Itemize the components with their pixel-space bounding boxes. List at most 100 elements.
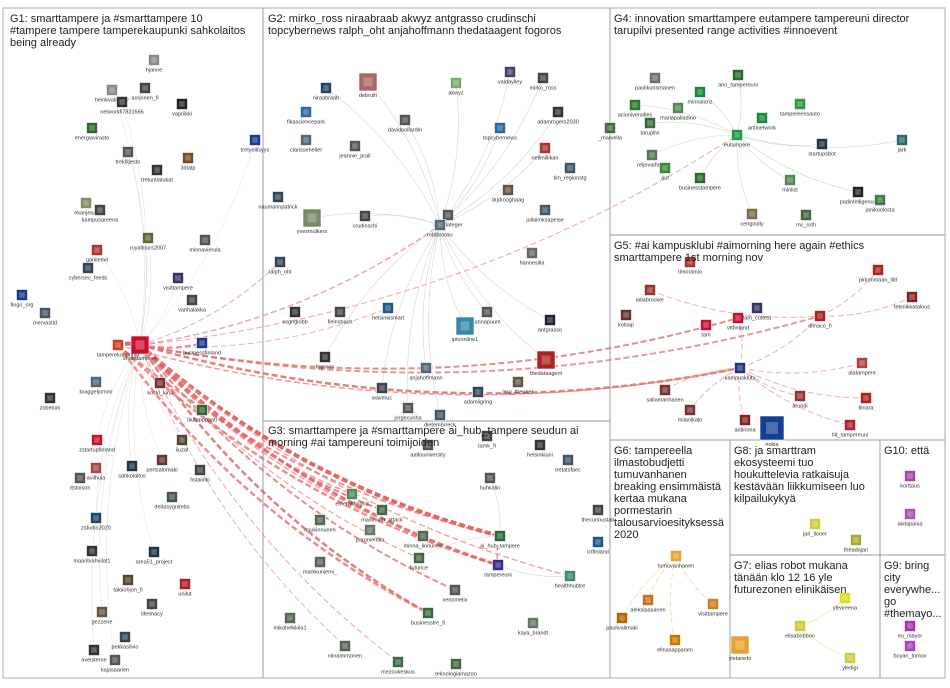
node-thedataagent[interactable]: thedataagent [530,350,563,377]
node-maximum_attack[interactable]: maximum_attack [361,504,403,524]
node-tarupilvi[interactable]: tarupilvi [641,117,660,137]
node-minnavierula[interactable]: minnavierula [189,234,222,254]
node-healthhubtre[interactable]: healthhubtre [555,570,586,590]
node-elisabobbon[interactable]: elisabobbon [785,620,815,640]
node-heinkvalander[interactable]: heinkvalander [95,84,129,104]
node-marvella[interactable]: _marvella [597,122,623,142]
node-akwyz[interactable]: akwyz [448,77,464,97]
node-emeraldingrid[interactable]: emeraldingrid [335,488,369,508]
node-kaya_brandt[interactable]: kaya_brandt [518,617,549,637]
node-fingo[interactable]: fingo_org [11,289,34,309]
node-tretyollisyys[interactable]: tretyollisyys [241,134,270,154]
node-tam_cuttest[interactable]: tam_cuttest [743,302,772,322]
node-tam[interactable]: tam [700,319,712,339]
node-smarttampere[interactable]: smarttampere [123,335,157,362]
node-milanikalo[interactable]: milanikalo [678,404,702,424]
node-valdaylley[interactable]: valdaylley [498,66,522,86]
node-tiit_tampereuni[interactable]: tiit_tampereuni [832,419,868,439]
node-dimaco_fi[interactable]: dimaco_fi [808,310,832,330]
node-kampusklubi[interactable]: kampusklubi [725,362,756,382]
node-fielnsbach[interactable]: fielnsbach [328,306,353,326]
node-paronientila[interactable]: paronientila [356,524,385,544]
node-aciuniversities[interactable]: aciuniversities [618,99,653,119]
node-niinaimmonen[interactable]: niinaimmonen [328,640,362,660]
node-ganilemit[interactable]: ganilemit [86,244,108,264]
node-tekniikkatalous[interactable]: tekniikkatalous [894,291,930,311]
node-aorjonen[interactable]: aorjonen_fi [131,82,159,102]
node-deitasygnitebs[interactable]: deitasygnitebs [154,491,190,511]
node-pekkasilvio[interactable]: pekkasilvio [112,631,139,651]
node-anjahoffmann[interactable]: anjahoffmann [409,362,443,382]
node-networkfi[interactable]: networkfi7831666 [100,96,144,116]
node-huhkalin[interactable]: huhkalin [480,472,501,492]
node-paulivalimaki[interactable]: paulivalimaki [606,612,638,632]
node-aruodi[interactable]: aruodi [792,390,808,410]
node-antinetwork[interactable]: antinetwork [748,112,776,132]
node-thecuriouslab[interactable]: thecuriouslab [582,504,615,524]
node-vanhalakka[interactable]: vanhalakka [178,294,207,314]
node-pertsalomaki[interactable]: pertsalomaki [146,454,178,474]
node-wavmuc[interactable]: wavmuc [371,382,392,402]
node-mervastid[interactable]: mervastid [33,307,57,327]
node-tim_regionstg[interactable]: tim_regionstg [553,162,587,182]
node-jerg_theuner[interactable]: jerg_theuner [502,376,534,396]
node-gezzene[interactable]: gezzene [92,606,113,626]
node-jari_lloner[interactable]: jari_lloner [802,518,827,538]
node-visittampere[interactable]: visittampere [163,272,193,292]
node-zobelum[interactable]: zobelum [40,392,61,412]
node-vttfinland[interactable]: vttfinland [727,312,749,332]
node-mezoukeskus[interactable]: mezoukeskus [381,656,415,676]
node-topcybernews[interactable]: topcybernews [483,122,517,142]
node-nokia[interactable]: nokia [759,415,785,448]
node-alatampere[interactable]: alatampere [848,357,876,377]
node-tlinara[interactable]: tlinara [859,392,875,412]
node-helsinkismart[interactable]: helsinkismart [372,302,405,322]
node-area51[interactable]: area51_project [136,546,173,566]
node-adamrogers[interactable]: adamrogers2030 [537,106,579,126]
node-yleareena[interactable]: yleareena [833,592,858,612]
node-janikoolosta[interactable]: janikoolosta [864,194,895,214]
node-eu_mayor[interactable]: eu_mayor [898,620,923,640]
node-businessfinland[interactable]: businessfinland [183,337,221,357]
node-lallabrocker[interactable]: lallabrocker [636,284,664,304]
node-tretatsfaec[interactable]: tretatsfaec [555,454,581,474]
node-yledigi[interactable]: yledigi [842,652,858,672]
node-kajasaarien[interactable]: kajasaarien [101,654,129,674]
node-lifelmacy[interactable]: lifelmacy [141,598,163,618]
node-ellnasappanen[interactable]: ellnasappanen [657,634,693,654]
node-aveisterne[interactable]: aveisterne [81,644,107,664]
node-tretuntiatukat[interactable]: tretuntiatukat [141,164,173,184]
node-nellmillikan[interactable]: nellmillikan [532,142,559,162]
node-ano_tampereuni[interactable]: ano_tampereuni [718,69,758,89]
node-maaritvahvilat[interactable]: maaritvahvilat1 [74,545,111,565]
node-aaltouniversity[interactable]: aaltouniversity [410,439,446,459]
node-davidpollardin[interactable]: davidpollardin [388,114,422,134]
node-pekkasilvio2[interactable]: hjanne [146,54,163,74]
node-iiuzat[interactable]: iiuzat [176,434,189,454]
node-rtstoison[interactable]: rtstoison [70,472,91,492]
node-fogoros[interactable]: fogoros [316,351,335,371]
node-mariapaliadino[interactable]: mariapaliadino [660,102,696,122]
node-korttaus[interactable]: korttaus [900,470,920,490]
node-tumuvanhanen[interactable]: tumuvanhanen [658,550,694,570]
node-akitapania[interactable]: akitapania [897,508,923,528]
node-iptconline[interactable]: iptconline1 [452,316,478,343]
node-vapriikki[interactable]: vapriikki [172,98,192,118]
node-drjdrooghaag[interactable]: drjdrooghaag [492,184,524,204]
node-startupsbot[interactable]: startupsbot [808,138,836,158]
node-clarissehelier[interactable]: clarissehelier [290,134,322,154]
node-yletaredo[interactable]: yletaredo [729,635,752,662]
node-ekanjeluo[interactable]: ekanjeluo [74,197,98,217]
node-koski_kirsi[interactable]: koski_kirsi [147,377,173,397]
node-naumannpatrick[interactable]: naumannpatrick [258,191,298,211]
node-hslaiinki[interactable]: hslaiinki [190,464,210,484]
node-eutampere[interactable]: eutampere [724,129,750,149]
node-niraabraab[interactable]: niraabraab [313,82,339,102]
node-padintelligence[interactable]: padintelligence [840,186,877,206]
node-helsinkiuni[interactable]: helsinkiuni [527,439,553,459]
node-businesstampere[interactable]: businesstampere [679,172,721,192]
node-theadajari[interactable]: theadajari [844,534,868,554]
node-pirkanmaan_liitt[interactable]: pirkanmaan_liitt [859,264,898,284]
node-boyan_tomov[interactable]: boyan_tomov [893,640,927,660]
node-mc_roth[interactable]: mc_roth [796,209,816,229]
